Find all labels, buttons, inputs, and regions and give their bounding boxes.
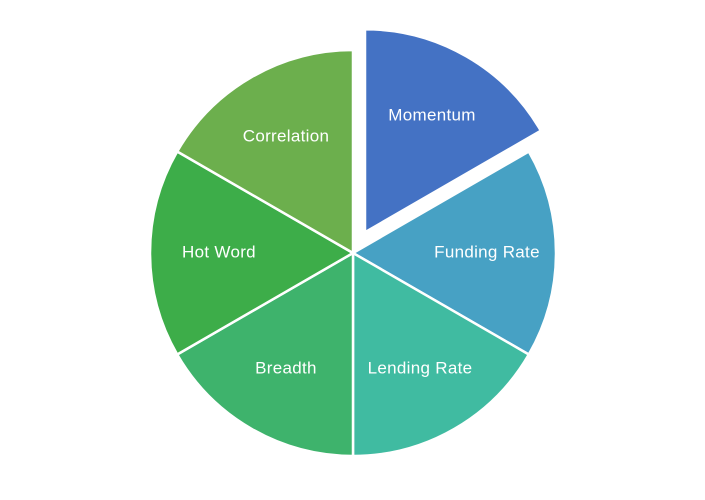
pie-slice-momentum[interactable] — [363, 27, 543, 234]
pie-slice-breadth[interactable] — [175, 251, 355, 458]
pie-slice-hot-word[interactable] — [148, 150, 355, 356]
pie-slice-lending-rate[interactable] — [351, 251, 531, 458]
pie-slice-funding-rate[interactable] — [351, 150, 558, 356]
pie-slice-correlation[interactable] — [175, 48, 355, 255]
